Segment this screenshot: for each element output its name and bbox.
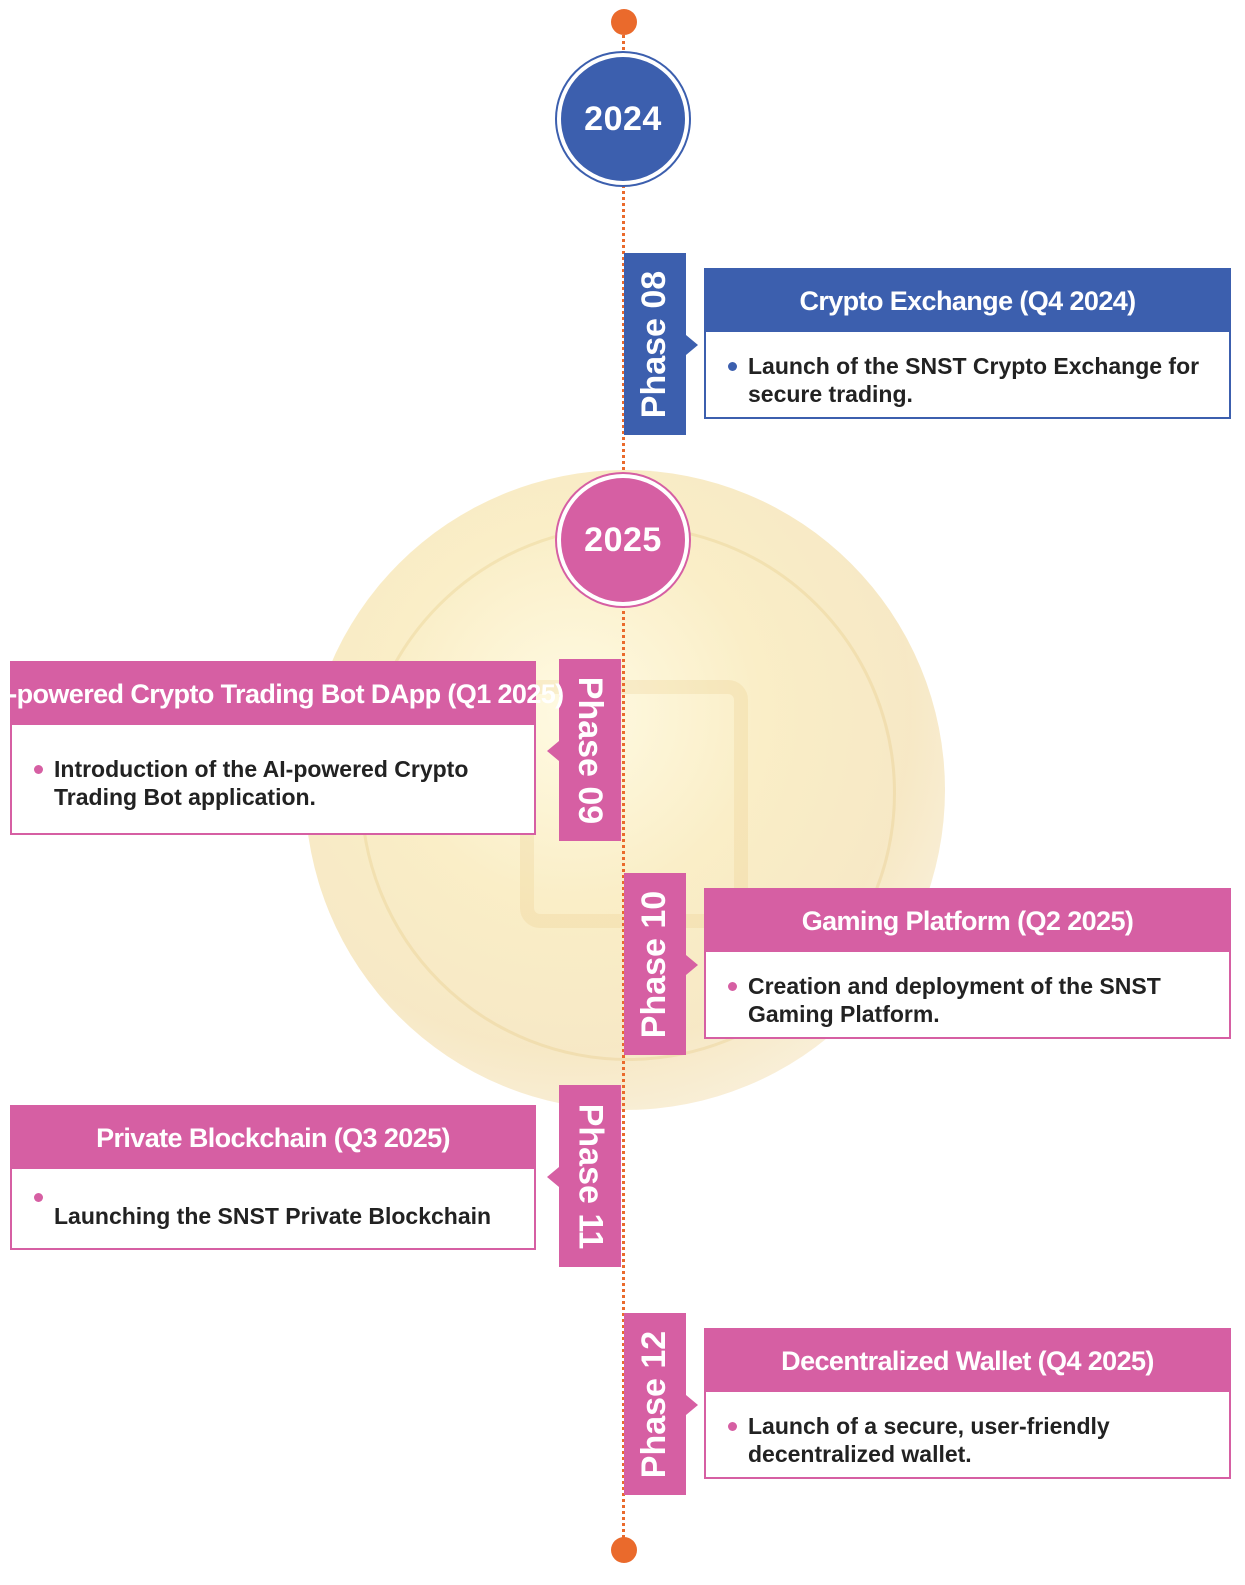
phase-card-body: Launch of a secure, user-friendly decent… [706,1392,1229,1468]
phase-card-title: Decentralized Wallet (Q4 2025) [706,1330,1229,1392]
phase-card-12: Decentralized Wallet (Q4 2025) Launch of… [704,1328,1231,1479]
timeline-line [622,22,625,1550]
phase-card-text: Launch of a secure, user-friendly decent… [748,1413,1110,1467]
phase-card-11: Private Blockchain (Q3 2025) Launching t… [10,1105,536,1250]
phase-card-text: Launching the SNST Private Blockchain [54,1203,492,1229]
phase-card-title: Gaming Platform (Q2 2025) [706,890,1229,952]
phase-card-title: Crypto Exchange (Q4 2024) [706,270,1229,332]
phase-card-text: Introduction of the AI-powered Crypto Tr… [54,756,469,810]
phase-tab-label: Phase 08 [635,270,674,418]
phase-card-08: Crypto Exchange (Q4 2024) Launch of the … [704,268,1231,419]
timeline-end-dot [611,1537,637,1563]
phase-card-body: Creation and deployment of the SNST Gami… [706,952,1229,1028]
phase-card-body: Launch of the SNST Crypto Exchange for s… [706,332,1229,408]
phase-tab-label: Phase 11 [571,1103,610,1249]
phase-tab-10: Phase 10 [624,873,698,1055]
phase-tab-12: Phase 12 [624,1313,698,1495]
bullet-dot [34,1193,43,1202]
phase-tab-08: Phase 08 [624,253,698,435]
phase-card-title: AI-powered Crypto Trading Bot DApp (Q1 2… [0,663,564,725]
bullet-dot [34,765,43,774]
bullet-dot [728,1422,737,1431]
bullet-dot [728,982,737,991]
phase-tab-label: Phase 10 [635,890,674,1038]
timeline-start-dot [611,9,637,35]
phase-card-text: Creation and deployment of the SNST Gami… [748,973,1161,1027]
phase-card-body: Launching the SNST Private Blockchain [12,1169,534,1230]
phase-card-10: Gaming Platform (Q2 2025) Creation and d… [704,888,1231,1039]
phase-tab-label: Phase 09 [571,676,610,824]
phase-card-09: AI-powered Crypto Trading Bot DApp (Q1 2… [0,661,564,835]
phase-card-body: Introduction of the AI-powered Crypto Tr… [12,725,534,811]
year-marker-2025: 2025 [561,478,685,602]
phase-tab-11: Phase 11 [547,1085,621,1267]
bullet-dot [728,362,737,371]
phase-tab-label: Phase 12 [635,1330,674,1478]
year-marker-2024: 2024 [561,57,685,181]
phase-card-text: Launch of the SNST Crypto Exchange for s… [748,353,1200,407]
phase-card-title: Private Blockchain (Q3 2025) [12,1107,534,1169]
phase-tab-09: Phase 09 [547,659,621,841]
